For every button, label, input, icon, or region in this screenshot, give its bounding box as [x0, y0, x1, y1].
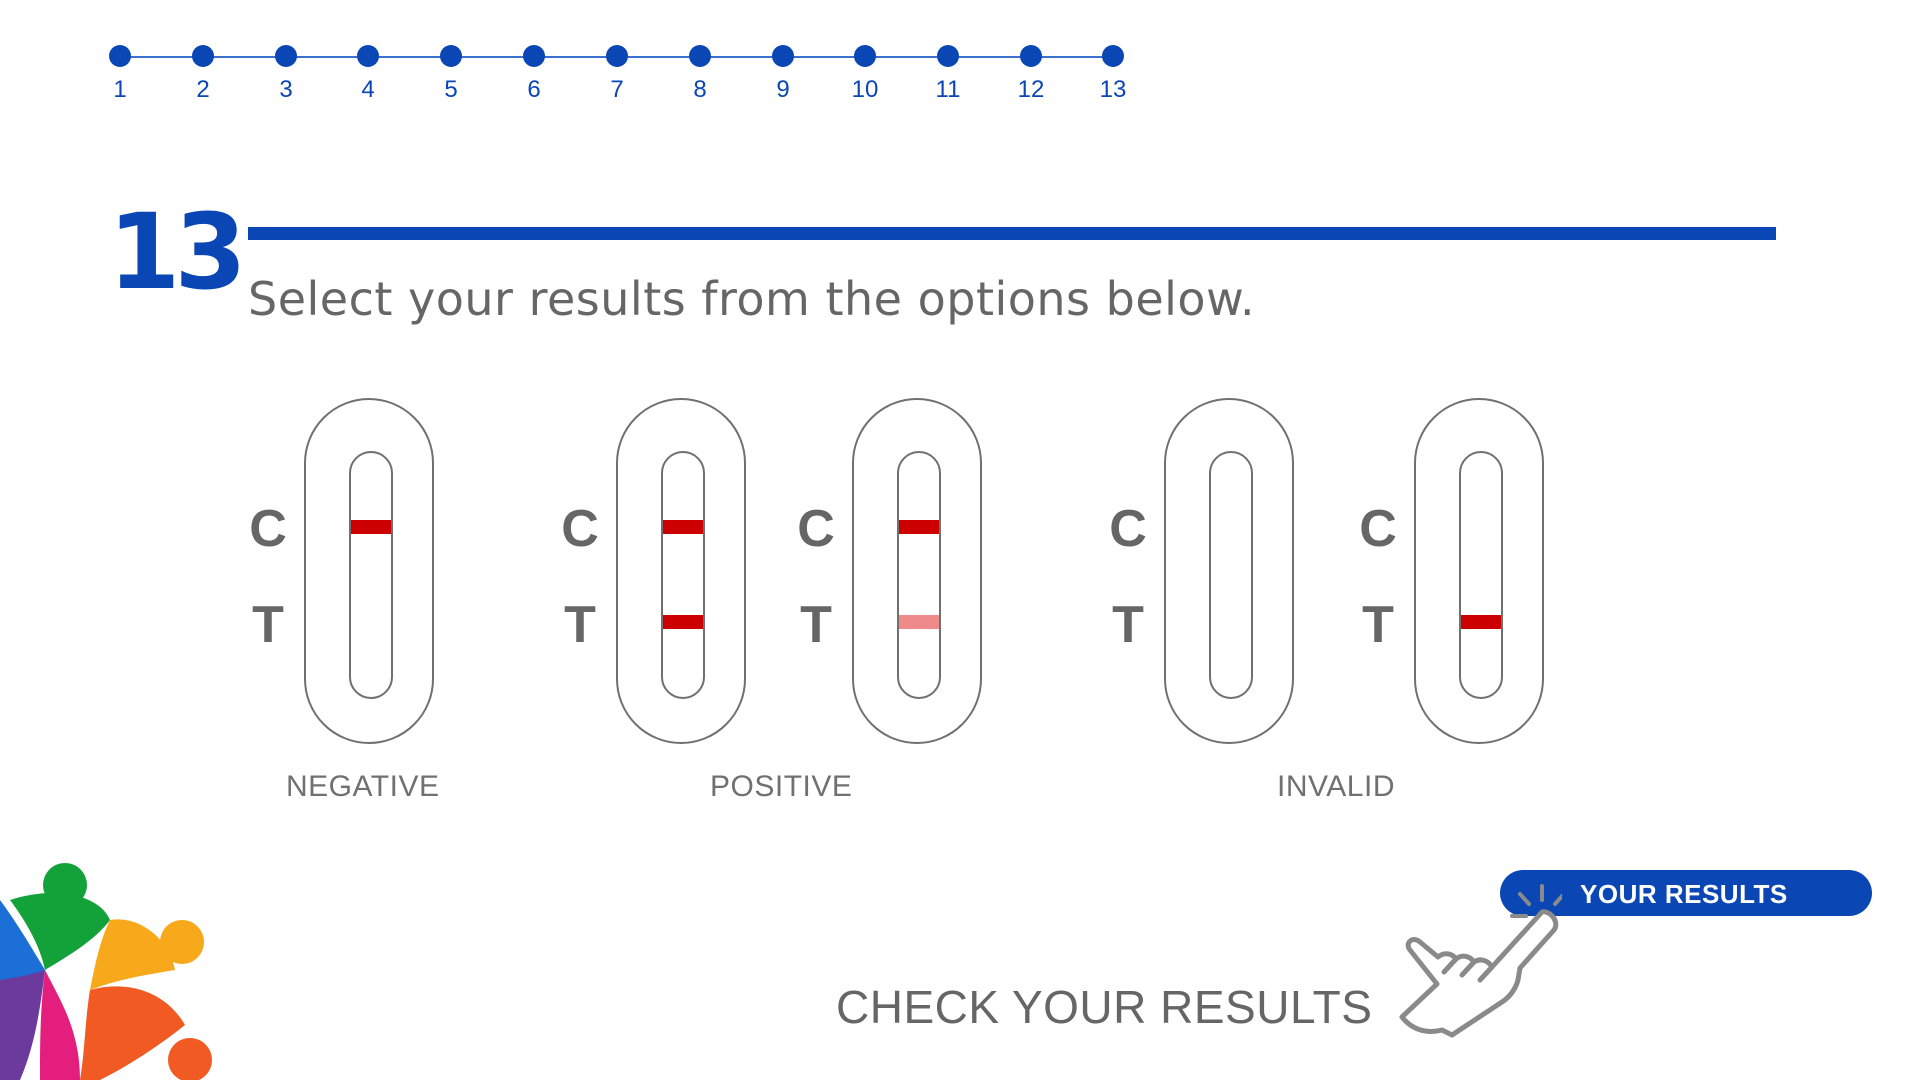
step-dot: [192, 45, 214, 67]
test-cassette: [1414, 398, 1544, 744]
test-cassette: [304, 398, 434, 744]
step-number: 2: [196, 76, 210, 103]
step-dot: [1020, 45, 1042, 67]
control-band: [663, 520, 703, 534]
result-option-positive-strong[interactable]: C T: [550, 398, 746, 748]
step-number: 4: [361, 76, 375, 103]
step-number: 5: [444, 76, 458, 103]
step-number: 8: [693, 76, 707, 103]
test-cassette: [852, 398, 982, 744]
test-line-label: T: [564, 596, 596, 654]
control-line-label: C: [797, 500, 835, 558]
result-window: [349, 451, 393, 699]
step-dot: [1102, 45, 1124, 67]
step-dot: [440, 45, 462, 67]
step-dot: [772, 45, 794, 67]
control-line-label: C: [1109, 500, 1147, 558]
step-number: 12: [1017, 76, 1045, 103]
step-dot: [275, 45, 297, 67]
your-results-button[interactable]: YOUR RESULTS: [1500, 870, 1872, 916]
test-band: [663, 615, 703, 629]
step-number: 6: [527, 76, 541, 103]
test-cassette: [616, 398, 746, 744]
step-dot: [109, 45, 131, 67]
result-window: [1209, 451, 1253, 699]
your-results-label: YOUR RESULTS: [1580, 879, 1788, 909]
control-line-label: C: [561, 500, 599, 558]
test-line-label: T: [1112, 596, 1144, 654]
control-band: [351, 520, 391, 534]
result-window: [1459, 451, 1503, 699]
step-dot: [854, 45, 876, 67]
test-line-label: T: [252, 596, 284, 654]
control-line-label: C: [1359, 500, 1397, 558]
step-number: 3: [279, 76, 293, 103]
test-line-label: T: [800, 596, 832, 654]
step-dot: [937, 45, 959, 67]
step-number: 9: [776, 76, 790, 103]
control-line-label: C: [249, 500, 287, 558]
step-dot: [357, 45, 379, 67]
result-window: [661, 451, 705, 699]
result-window: [897, 451, 941, 699]
step-number: 1: [113, 76, 127, 103]
result-option-invalid-test-only[interactable]: C T: [1348, 398, 1544, 748]
control-band: [899, 520, 939, 534]
result-option-positive-faint[interactable]: C T: [786, 398, 982, 748]
test-band: [1461, 615, 1501, 629]
test-band: [899, 615, 939, 629]
hand-pointer-icon[interactable]: [1392, 872, 1562, 1042]
step-number: 13: [1099, 76, 1127, 103]
heading-divider: [248, 227, 1776, 240]
result-option-invalid-no-lines[interactable]: C T: [1098, 398, 1294, 748]
test-cassette: [1164, 398, 1294, 744]
invalid-label: INVALID: [1277, 770, 1395, 803]
step-number: 11: [935, 76, 961, 103]
check-your-results-text[interactable]: CHECK YOUR RESULTS: [836, 981, 1373, 1033]
step-number: 10: [851, 76, 879, 103]
result-option-negative[interactable]: C T: [238, 398, 434, 748]
positive-label: POSITIVE: [710, 770, 853, 803]
organization-logo: [0, 863, 212, 1080]
step-dot: [606, 45, 628, 67]
step-heading-number: 13: [108, 191, 247, 313]
step-dot: [689, 45, 711, 67]
negative-label: NEGATIVE: [286, 770, 440, 803]
step-dot: [523, 45, 545, 67]
instruction-text: Select your results from the options bel…: [248, 272, 1256, 326]
progress-stepper: 1 2 3 4 5 6 7 8 9 10 11 12 13: [0, 0, 1920, 120]
test-line-label: T: [1362, 596, 1394, 654]
step-number: 7: [610, 76, 624, 103]
